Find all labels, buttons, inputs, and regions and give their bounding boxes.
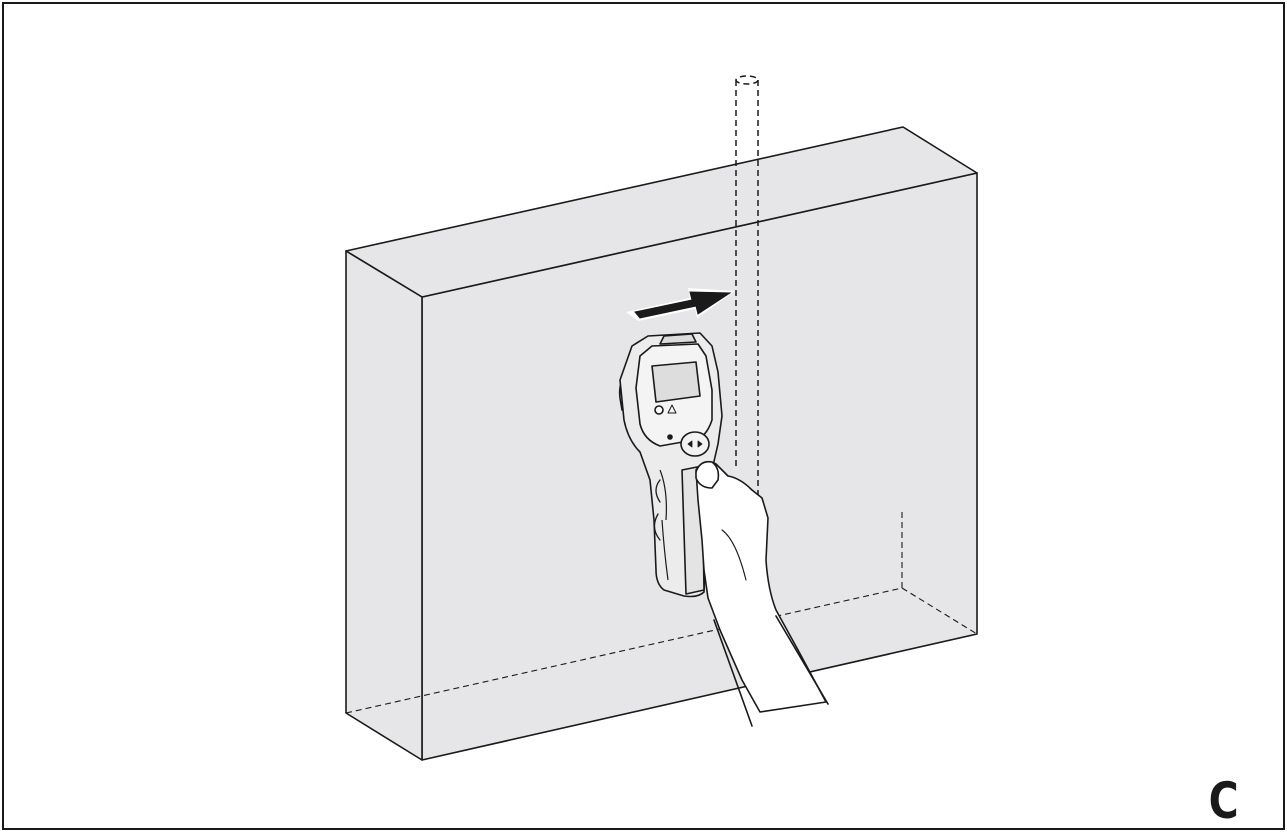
wrist-line-2 [775, 615, 829, 705]
hidden-stud [735, 75, 759, 520]
warning-icon [667, 404, 677, 414]
hand [653, 460, 829, 727]
wall-side-face [345, 250, 423, 761]
tool-top-sensor [659, 333, 697, 345]
hand-thumb [695, 460, 720, 489]
wrist-line [713, 619, 753, 727]
tool-display [651, 361, 701, 403]
stud-finder-tool [618, 332, 723, 598]
status-indicator-icon [654, 405, 664, 415]
palm-crease [721, 529, 747, 581]
scan-button-arrows-icon [687, 440, 703, 448]
mode-icon [667, 434, 673, 440]
tool-scan-button [680, 431, 710, 457]
panel-label: C [1208, 772, 1239, 830]
scan-direction-arrow [626, 288, 735, 321]
hand-fingers [653, 479, 661, 541]
wall-hidden-edges [345, 508, 978, 714]
